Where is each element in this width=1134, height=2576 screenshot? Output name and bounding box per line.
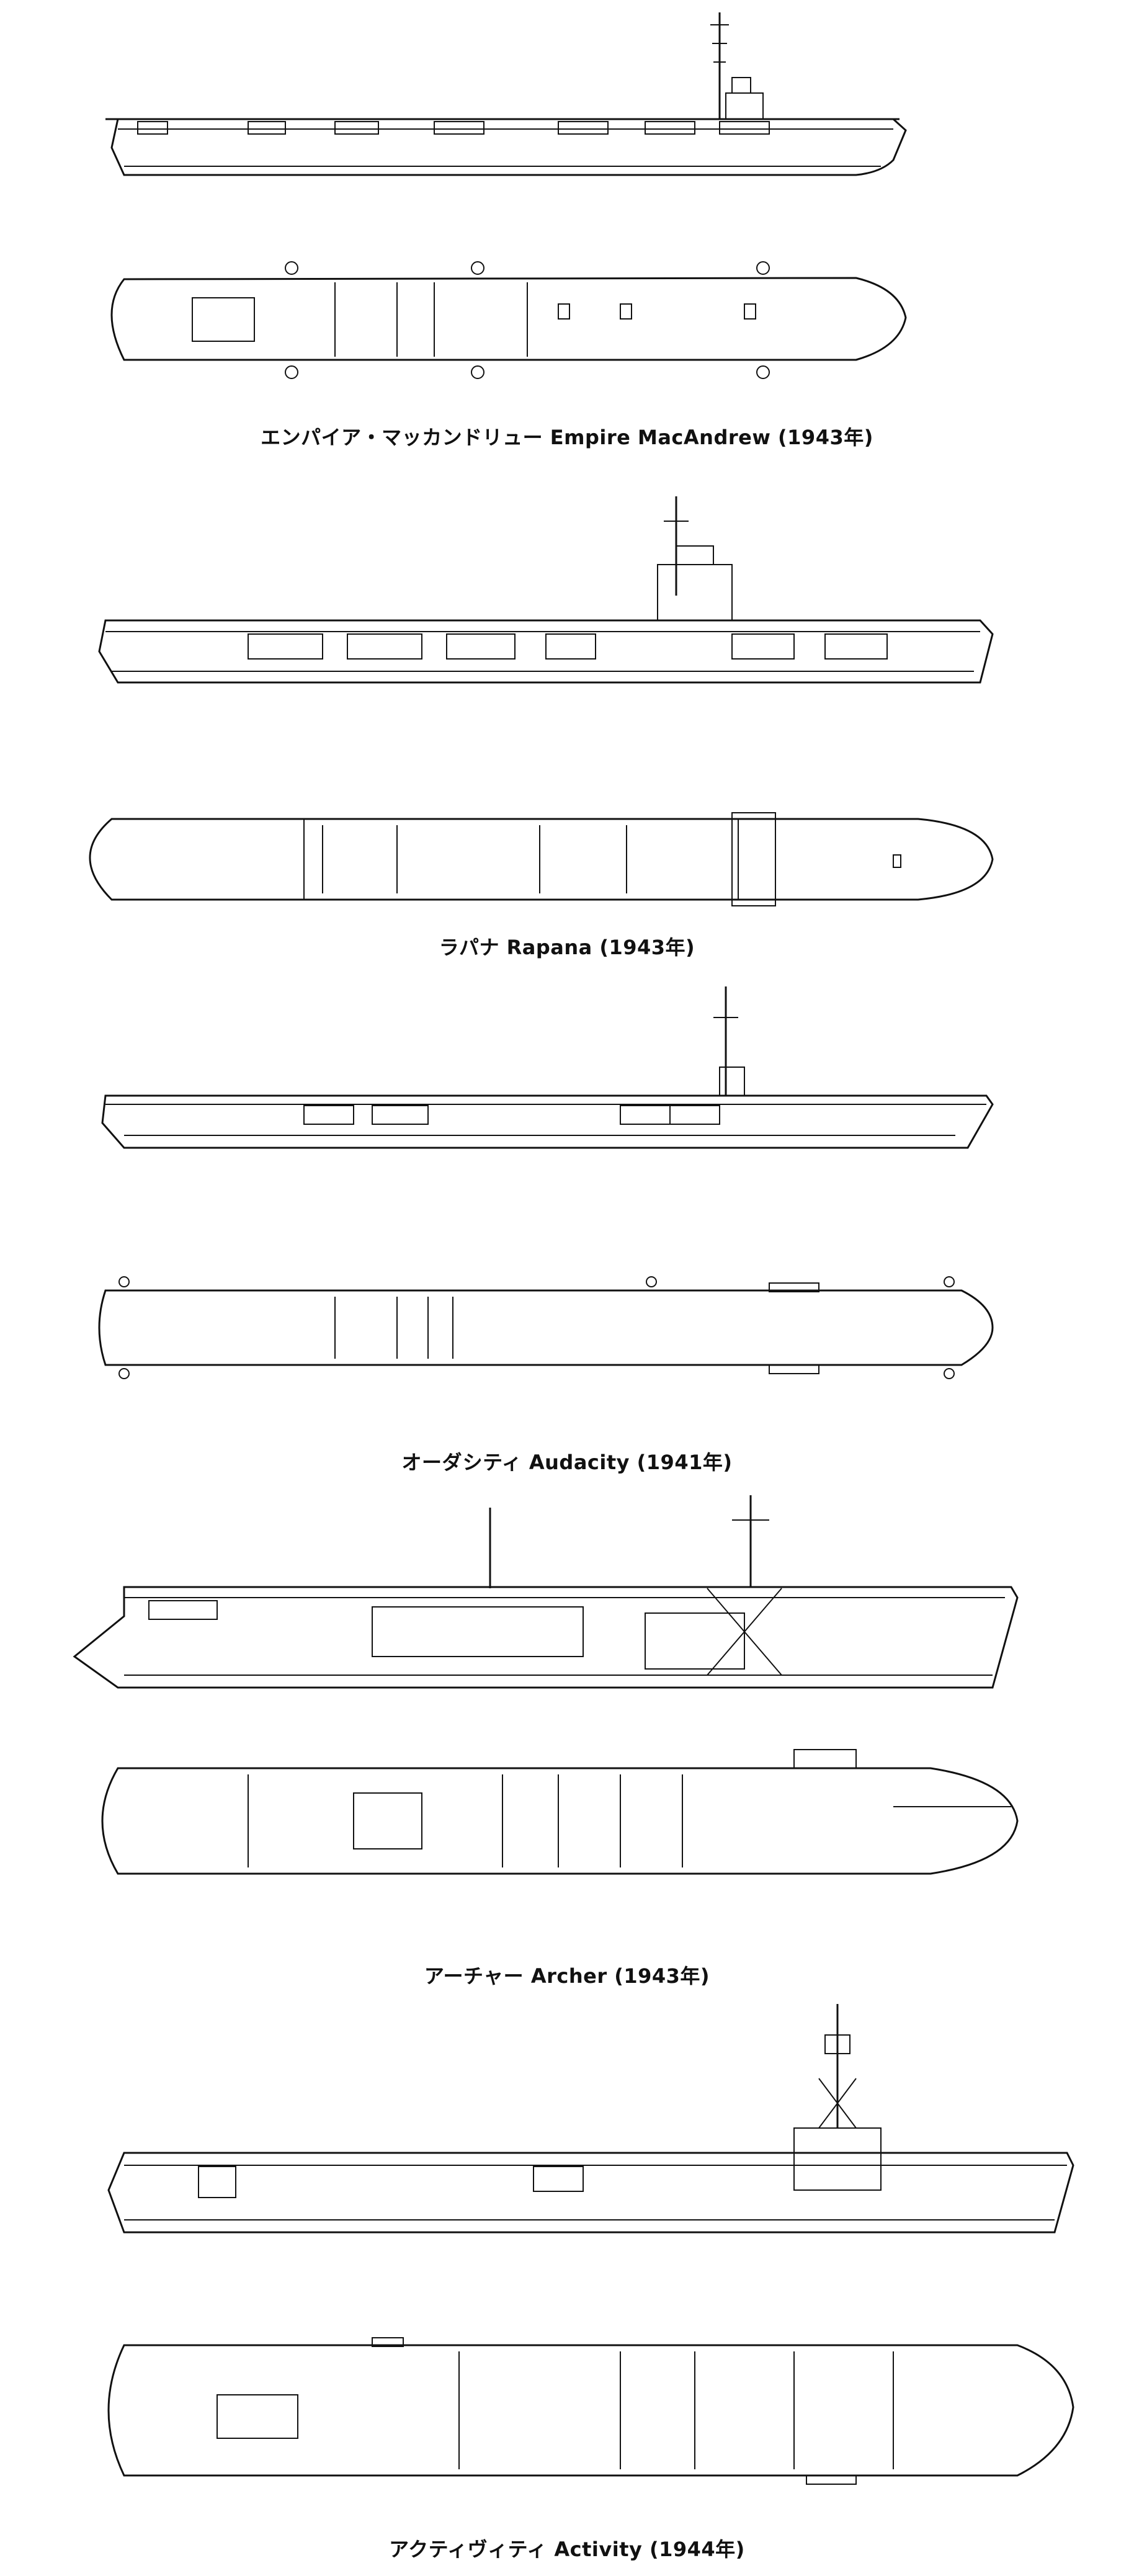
rapana-plan-view [89, 812, 994, 906]
empire-macandrew-side-profile [105, 12, 907, 176]
activity-profile-drawing [107, 2004, 1074, 2485]
ship-empire-macandrew: エンパイア・マッカンドリュー Empire MacAndrew (1943年) [0, 0, 1134, 449]
ship-archer: アーチャー Archer (1943年) [0, 1489, 1134, 1998]
caption-activity: アクティヴィティ Activity (1944年) [389, 2538, 745, 2561]
caption-rapana: ラパナ Rapana (1943年) [439, 936, 695, 959]
ship-audacity: オーダシティ Audacity (1941年) [0, 980, 1134, 1501]
archer-side-profile [73, 1495, 1019, 1689]
caption-audacity: オーダシティ Audacity (1941年) [401, 1451, 733, 1474]
rapana-profile-drawing [89, 496, 994, 906]
ship-activity: アクティヴィティ Activity (1944年) [0, 1985, 1134, 2576]
archer-plan-view [101, 1749, 1019, 1875]
archer-profile-drawing [73, 1495, 1019, 1875]
rapana-side-profile [98, 496, 994, 684]
caption-archer: アーチャー Archer (1943年) [424, 1964, 710, 1988]
audacity-plan-view [98, 1276, 994, 1379]
caption-empire-macandrew: エンパイア・マッカンドリュー Empire MacAndrew (1943年) [261, 426, 873, 449]
audacity-side-profile [101, 986, 994, 1149]
empire-macandrew-plan-view [110, 261, 907, 379]
activity-plan-view [107, 2337, 1074, 2485]
empire-macandrew-profile-drawing [105, 12, 907, 379]
activity-side-profile [107, 2004, 1074, 2234]
ship-rapana: ラパナ Rapana (1943年) [0, 472, 1134, 968]
audacity-profile-drawing [98, 986, 994, 1379]
